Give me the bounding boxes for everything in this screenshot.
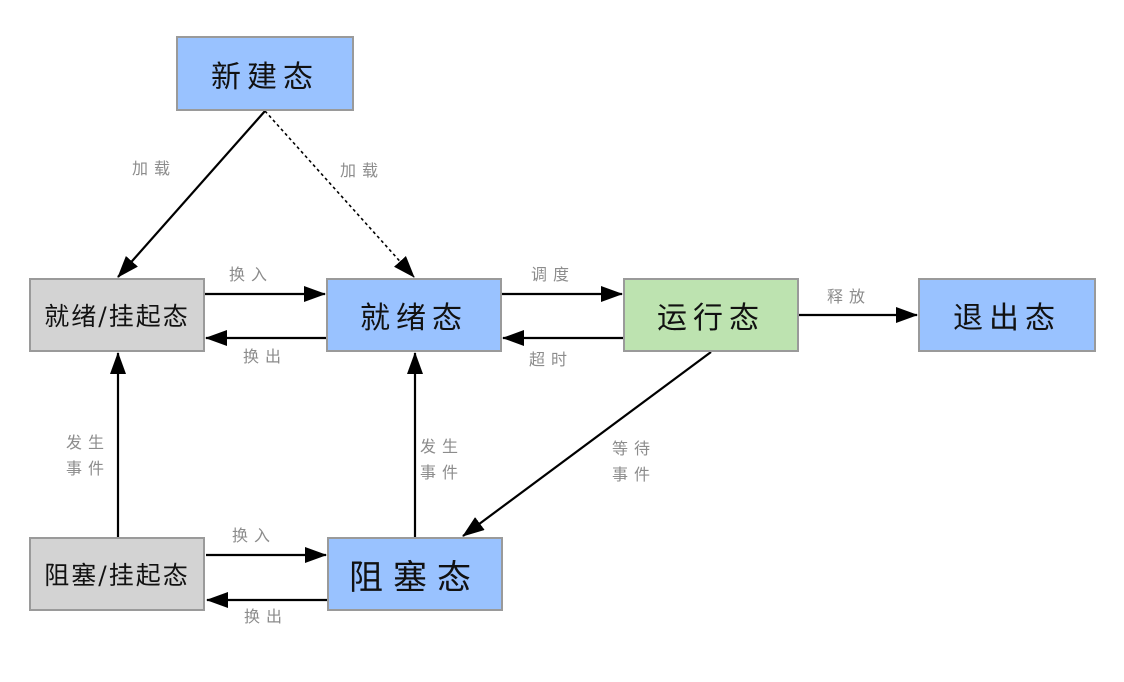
- state-exit: 退出态: [918, 278, 1096, 352]
- state-ready: 就绪态: [326, 278, 502, 352]
- label-blocked-suspend-to-ready-suspend: 发生 事件: [66, 433, 111, 478]
- label-ready-suspend-to-ready: 换入: [229, 265, 274, 284]
- edge-new-to-ready-suspend: [117, 110, 266, 278]
- label-blocked-to-ready: 发生 事件: [420, 437, 465, 482]
- state-running: 运行态: [623, 278, 799, 352]
- state-blocked-suspend: 阻塞/挂起态: [29, 537, 205, 611]
- label-new-to-ready: 加载: [340, 161, 385, 180]
- label-running-to-exit: 释放: [827, 287, 872, 306]
- state-blocked: 阻塞态: [327, 537, 503, 611]
- edge-running-to-blocked: [462, 351, 712, 537]
- label-running-to-blocked: 等待 事件: [612, 439, 657, 484]
- state-new: 新建态: [176, 36, 354, 111]
- state-ready-suspend: 就绪/挂起态: [29, 278, 205, 352]
- label-ready-to-running: 调度: [531, 265, 576, 284]
- label-blocked-to-blocked-suspend: 换出: [244, 607, 289, 626]
- label-ready-to-ready-suspend: 换出: [243, 347, 288, 366]
- label-running-to-ready: 超时: [529, 350, 574, 369]
- label-new-to-ready-suspend: 加载: [132, 159, 177, 178]
- edge-new-to-ready: [264, 110, 415, 278]
- label-blocked-suspend-to-blocked: 换入: [232, 526, 277, 545]
